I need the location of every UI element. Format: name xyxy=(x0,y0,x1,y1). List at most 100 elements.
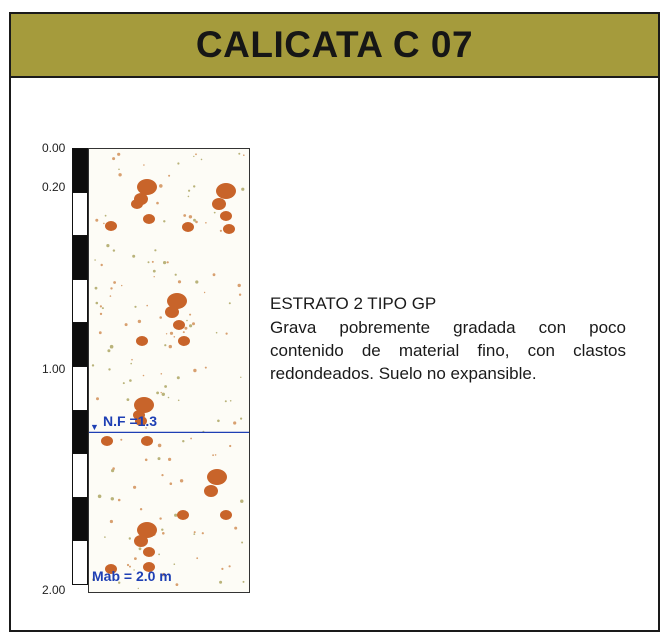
fine-particle xyxy=(94,286,98,290)
fine-particle xyxy=(161,572,166,577)
fine-particle xyxy=(124,323,128,327)
gravel-clast xyxy=(105,564,117,574)
fine-particle xyxy=(168,174,171,177)
fine-particle xyxy=(92,578,95,581)
fine-particle xyxy=(120,438,123,441)
fine-particle xyxy=(224,400,227,403)
fine-particle xyxy=(225,332,228,335)
fine-particle xyxy=(228,565,231,568)
fine-particle xyxy=(109,295,112,297)
fine-particle xyxy=(189,313,192,316)
fine-particle xyxy=(159,316,162,319)
depth-scale-bar xyxy=(72,148,88,585)
soil-profile-drawing xyxy=(89,152,249,590)
fine-particle xyxy=(118,173,122,177)
fine-particle xyxy=(126,398,130,401)
fine-particle xyxy=(182,440,185,443)
fine-particle xyxy=(200,158,203,161)
fine-particle xyxy=(173,563,176,565)
fine-particle xyxy=(162,532,165,535)
fine-particle xyxy=(106,244,110,248)
fine-particle xyxy=(160,391,162,394)
gravel-clast xyxy=(137,179,157,195)
fine-particle xyxy=(167,396,170,399)
gravel-clast xyxy=(165,306,179,318)
gravel-clast xyxy=(173,320,185,330)
scale-segment xyxy=(72,453,88,498)
max-depth-label: Mab = 2.0 m xyxy=(92,568,172,584)
stratum-text: Grava pobremente gradada con poco conten… xyxy=(270,318,626,383)
fine-particle xyxy=(177,280,182,284)
fine-particle xyxy=(164,344,167,347)
gravel-clast xyxy=(178,336,190,346)
fine-particle xyxy=(118,581,121,584)
fine-particle xyxy=(214,454,217,456)
fine-particle xyxy=(113,281,116,284)
fine-particle xyxy=(212,454,214,457)
fine-particle xyxy=(159,184,163,188)
fine-particle xyxy=(234,526,238,530)
fine-particle xyxy=(177,399,180,402)
gravel-clast xyxy=(212,198,226,210)
fine-particle xyxy=(193,155,195,158)
fine-particle xyxy=(153,276,155,278)
fine-particle xyxy=(237,283,241,288)
fine-particle xyxy=(241,187,245,191)
fine-particle xyxy=(193,531,196,534)
fine-particle xyxy=(221,567,224,570)
fine-particle xyxy=(117,498,121,502)
fine-particle xyxy=(110,497,114,501)
fine-particle xyxy=(177,162,180,165)
fine-particle xyxy=(193,368,197,373)
gravel-clast xyxy=(220,211,232,221)
fine-particle xyxy=(109,344,114,349)
fine-particle xyxy=(195,280,199,284)
fine-particle xyxy=(154,249,157,252)
fine-particle xyxy=(91,364,95,367)
fine-particle xyxy=(195,220,198,224)
fine-particle xyxy=(118,168,120,171)
fine-particle xyxy=(166,261,169,264)
fine-particle xyxy=(242,580,245,583)
scale-segment xyxy=(72,322,88,367)
fine-particle xyxy=(179,479,184,483)
fine-particle xyxy=(163,220,166,223)
fine-particle xyxy=(138,547,142,551)
gravel-clast xyxy=(101,436,113,446)
gravel-clast xyxy=(131,199,143,209)
fine-particle xyxy=(174,513,178,517)
fine-particle xyxy=(142,374,145,377)
fine-particle xyxy=(163,261,167,265)
fine-particle xyxy=(117,152,121,156)
fine-particle xyxy=(95,301,99,305)
fine-particle xyxy=(98,331,102,335)
gravel-clast xyxy=(207,469,227,485)
scale-segment xyxy=(72,366,88,411)
fine-particle xyxy=(110,287,113,290)
fine-particle xyxy=(161,474,164,477)
fine-particle xyxy=(109,519,113,524)
fine-particle xyxy=(243,154,245,156)
gravel-clast xyxy=(143,547,155,557)
fine-particle xyxy=(101,307,104,310)
fine-particle xyxy=(169,482,173,486)
fine-particle xyxy=(112,249,116,252)
gravel-clast xyxy=(167,293,187,309)
fine-particle xyxy=(145,427,147,429)
fine-particle xyxy=(128,537,131,540)
fine-particle xyxy=(168,457,172,461)
fine-particle xyxy=(104,214,107,217)
gravel-clast xyxy=(216,183,236,199)
fine-particle xyxy=(146,304,148,307)
fine-particle xyxy=(95,218,99,222)
stratum-description: ESTRATO 2 TIPO GP Grava pobremente grada… xyxy=(270,292,626,385)
stratum-title: ESTRATO 2 TIPO GP xyxy=(270,294,437,313)
fine-particle xyxy=(158,553,160,556)
gravel-clast xyxy=(220,510,232,520)
fine-particle xyxy=(129,379,132,382)
fine-particle xyxy=(229,400,232,402)
fine-particle xyxy=(176,376,180,380)
fine-particle xyxy=(131,358,133,361)
gravel-clast xyxy=(141,436,153,446)
fine-particle xyxy=(137,319,142,324)
